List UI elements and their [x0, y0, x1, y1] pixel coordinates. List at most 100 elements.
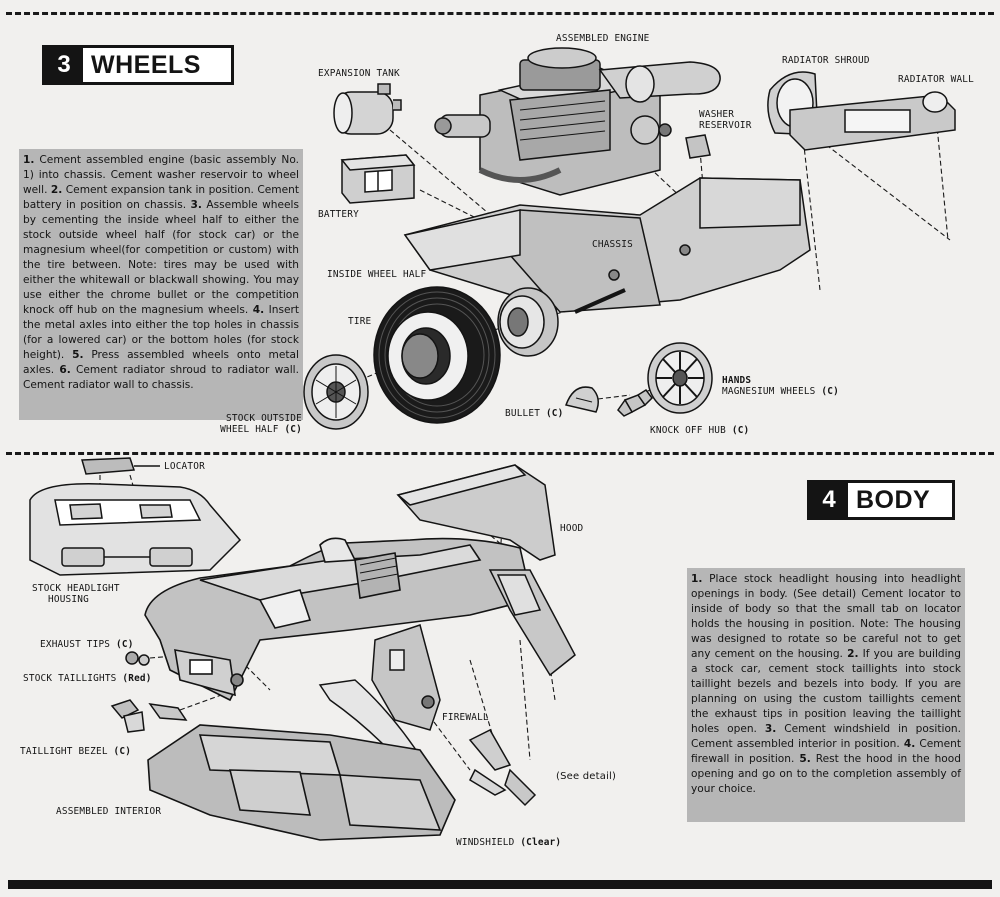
label-stock-headlight-1: STOCK HEADLIGHT: [32, 583, 120, 594]
label-hands: HANDS: [722, 375, 752, 386]
label-windshield-text: WINDSHIELD: [456, 837, 515, 848]
step-item-text: Assemble wheels by cementing the inside …: [23, 199, 300, 316]
label-knock-off-text: KNOCK OFF HUB: [650, 425, 726, 436]
interior-art: [147, 724, 456, 841]
label-stock-outside-2-text: WHEEL HALF: [220, 424, 279, 435]
label-bullet-text: BULLET: [505, 408, 541, 419]
radiator-art: [767, 71, 956, 151]
step-item-number: 6.: [59, 364, 71, 376]
step-3-instructions: 1. Cement assembled engine (basic assemb…: [19, 149, 303, 420]
label-stock-taillights-text: STOCK TAILLIGHTS: [23, 673, 117, 684]
chassis-art: [403, 177, 811, 313]
step-item-number: 4.: [903, 738, 916, 750]
label-taillight-bezel-text: TAILLIGHT BEZEL: [20, 746, 108, 757]
step-number: 3: [45, 48, 83, 82]
label-assembled-engine: ASSEMBLED ENGINE: [556, 33, 650, 44]
label-locator: LOCATOR: [164, 461, 205, 472]
label-stock-outside-c: (C): [284, 424, 302, 435]
label-magnesium: MAGNESIUM WHEELS (C): [722, 386, 839, 397]
detail-pieces-art: [468, 729, 537, 807]
label-radiator-wall: RADIATOR WALL: [898, 74, 974, 85]
step-item-text: Place stock headlight housing into headl…: [691, 573, 961, 660]
firewall-art: [371, 624, 441, 731]
label-firewall: FIREWALL: [442, 712, 489, 723]
magnesium-wheel-art: [647, 342, 713, 414]
label-knock-off-hub: KNOCK OFF HUB (C): [650, 425, 749, 436]
headlight-detail-art: [29, 483, 242, 576]
battery-art: [340, 154, 416, 204]
label-assembled-interior: ASSEMBLED INTERIOR: [56, 806, 162, 817]
label-hood: HOOD: [560, 523, 584, 534]
step-item-text: Rest the hood in the hood opening and go…: [691, 753, 961, 795]
instructions-text: 1. Cement assembled engine (basic assemb…: [23, 153, 299, 393]
step-item-text: Cement windshield in position. Cement as…: [691, 723, 962, 750]
knock-off-hub-art: [617, 388, 653, 417]
tire-art: [373, 286, 501, 424]
step-item-number: 1.: [691, 573, 703, 585]
hood-art: [396, 464, 556, 561]
engine-art: [434, 47, 721, 196]
bullet-art: [565, 386, 599, 413]
stock-wheel-art: [303, 354, 369, 430]
label-reservoir: RESERVOIR: [699, 120, 752, 131]
label-tire: TIRE: [348, 316, 372, 327]
inside-wheel-half-art: [497, 287, 559, 357]
label-stock-outside-1: STOCK OUTSIDE: [226, 413, 302, 424]
step-item-text: Cement firewall in position.: [691, 738, 961, 765]
label-windshield: WINDSHIELD (Clear): [456, 837, 561, 848]
label-exhaust-tips: EXHAUST TIPS (C): [40, 639, 134, 650]
bottom-rule: [8, 880, 992, 889]
top-cut-line: [6, 12, 994, 15]
label-radiator-shroud: RADIATOR SHROUD: [782, 55, 870, 66]
label-expansion-tank: EXPANSION TANK: [318, 68, 400, 79]
step-3-header: 3 WHEELS: [42, 45, 234, 85]
step-item-number: 5.: [72, 349, 84, 361]
step-item-number: 4.: [252, 304, 265, 316]
washer-reservoir-art: [685, 134, 711, 159]
expansion-tank-art: [333, 83, 402, 135]
label-stock-taillights: STOCK TAILLIGHTS (Red): [23, 673, 152, 684]
step-item-number: 1.: [23, 154, 35, 166]
step-title: WHEELS: [91, 50, 201, 79]
label-exhaust-tips-text: EXHAUST TIPS: [40, 639, 111, 650]
step-item-text: Cement radiator shroud to radiator wall.…: [23, 364, 299, 391]
body-art: [144, 537, 531, 702]
section-divider: [6, 452, 994, 455]
locator-art: [81, 457, 160, 475]
label-see-detail: (See detail): [556, 771, 617, 782]
label-taillight-bezel-c: (C): [113, 746, 132, 757]
rear-panel-art: [488, 569, 576, 677]
step-item-text: Cement assembled engine (basic assembly …: [23, 154, 299, 196]
label-exhaust-tips-c: (C): [116, 639, 134, 650]
exhaust-tip-art: [125, 651, 150, 666]
instructions-text: 1. Place stock headlight housing into he…: [691, 572, 961, 797]
step-item-text: Insert the metal axles into either the t…: [23, 304, 299, 361]
step-item-number: 2.: [50, 184, 63, 196]
label-bullet: BULLET (C): [505, 408, 563, 419]
axle-art: [574, 288, 626, 314]
step-item-text: Cement expansion tank in position. Cemen…: [23, 184, 299, 211]
step-item-number: 2.: [847, 648, 859, 660]
step-number: 4: [810, 483, 848, 517]
step-item-text: If you are building a stock car, cement …: [691, 648, 961, 735]
step-item-number: 5.: [799, 753, 811, 765]
label-bullet-c: (C): [545, 408, 564, 419]
step-item-number: 3.: [190, 199, 202, 211]
label-taillight-bezel: TAILLIGHT BEZEL (C): [20, 746, 131, 757]
step-4-header: 4 BODY: [807, 480, 955, 520]
step-4-instructions: 1. Place stock headlight housing into he…: [687, 568, 965, 822]
label-stock-headlight-2: HOUSING: [48, 594, 89, 605]
label-battery: BATTERY: [318, 209, 359, 220]
label-stock-outside-2: WHEEL HALF (C): [212, 424, 302, 435]
label-magnesium-c: (C): [821, 386, 839, 397]
label-magnesium-text: MAGNESIUM WHEELS: [722, 386, 816, 397]
label-stock-taillights-red: (Red): [122, 673, 152, 684]
step-item-number: 3.: [764, 723, 777, 735]
label-knock-off-c: (C): [731, 425, 750, 436]
step-title: BODY: [856, 485, 931, 514]
label-inside-wheel-half: INSIDE WHEEL HALF: [327, 269, 427, 280]
label-washer: WASHER: [699, 109, 735, 120]
label-windshield-clear: (Clear): [520, 837, 562, 848]
